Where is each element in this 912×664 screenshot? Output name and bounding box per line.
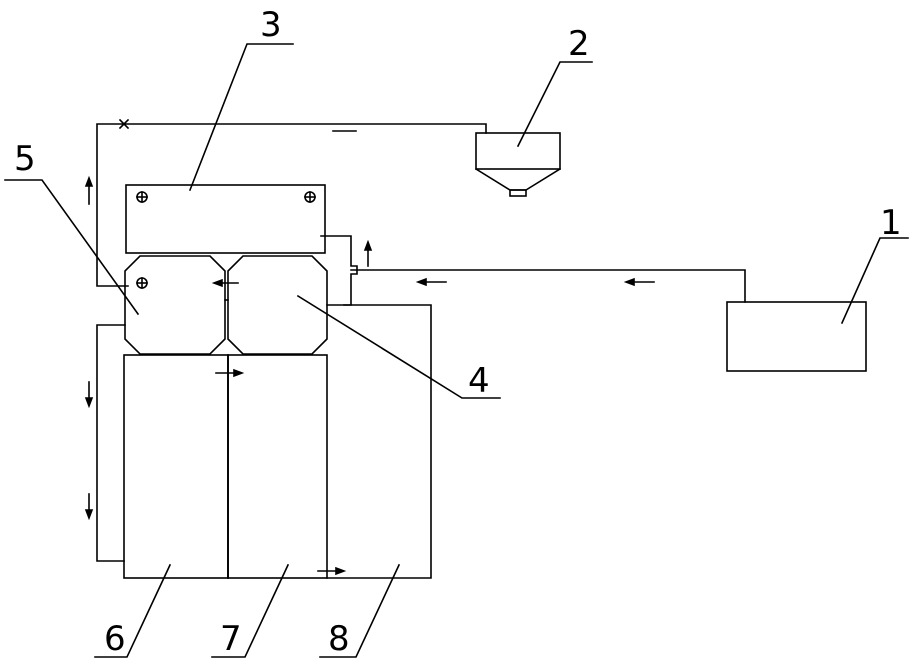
leader-line-3 (188, 43, 294, 192)
flow-arrow-up (363, 239, 373, 267)
flow-arrow-left (415, 277, 447, 287)
flow-arrow-down (84, 381, 94, 409)
label-3: 3 (260, 5, 282, 45)
label-7: 7 (220, 619, 242, 659)
leader-line-6 (94, 563, 172, 658)
label-2: 2 (568, 24, 590, 64)
flow-arrow-right (215, 368, 245, 378)
bolt-icon (304, 191, 316, 203)
feed-line-1-to-4 (350, 269, 746, 303)
valve-icon (118, 118, 130, 130)
component-5-octagon (124, 255, 226, 355)
return-line-2-to-5 (96, 123, 487, 287)
flow-arrow-left (623, 277, 655, 287)
component-1-tank (726, 301, 867, 372)
component-4-octagon (227, 255, 328, 355)
leader-line-1 (840, 237, 909, 325)
label-8: 8 (328, 619, 350, 659)
component-8-tank (326, 304, 432, 579)
bolt-icon (136, 277, 148, 289)
label-5: 5 (14, 139, 36, 179)
leader-line-2 (516, 61, 593, 148)
discharge-line-5-to-6 (96, 324, 126, 562)
flow-arrow-right (317, 566, 347, 576)
component-6-tank (123, 354, 229, 579)
flow-arrow-left (211, 278, 239, 288)
leader-line-5 (4, 179, 140, 316)
leader-line-4 (296, 294, 501, 399)
component-2-hopper (474, 132, 562, 197)
component-7-tank (227, 354, 328, 579)
flow-arrow-up (84, 175, 94, 205)
flow-arrow-down (84, 493, 94, 521)
pipe-3-connector (320, 235, 358, 306)
leader-line-8 (319, 563, 401, 658)
label-1: 1 (880, 203, 902, 243)
leader-line-7 (211, 563, 290, 658)
label-4: 4 (468, 361, 490, 401)
label-6: 6 (104, 619, 126, 659)
bolt-icon (136, 191, 148, 203)
component-3-box (125, 184, 326, 254)
